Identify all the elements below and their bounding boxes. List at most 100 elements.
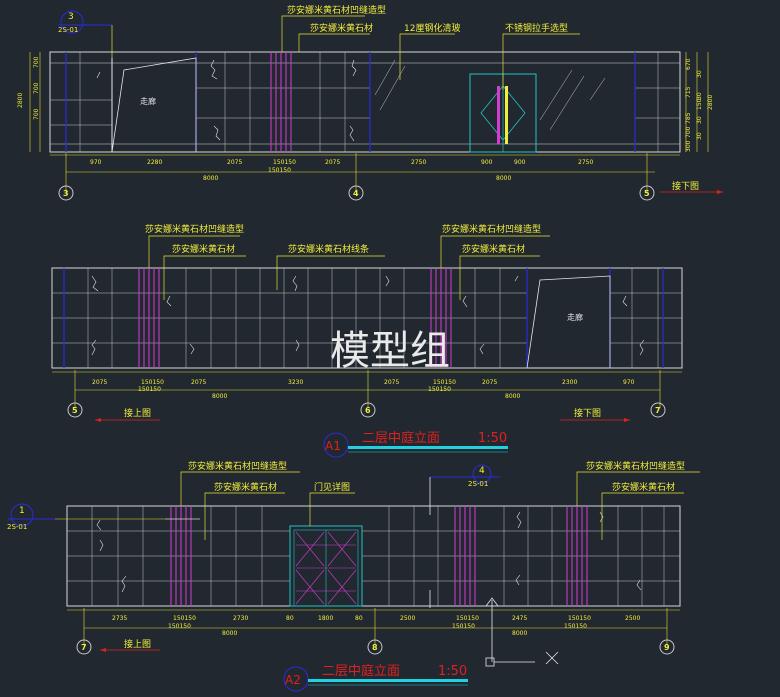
dim3-sub-c: 150150 [564,623,587,630]
dim2-bottom-0: 2075 [92,379,107,386]
detail-marker-circle [60,10,84,34]
dim2-bottom-3: 3230 [288,379,303,386]
axis2-bubble-5: 5 [72,406,78,415]
title-a1-underline [348,446,508,449]
dim-left-total: 2800 [17,93,24,108]
prev-sheet-note-3: 接上图 [124,638,151,650]
dim3-bottom-8: 2475 [512,615,527,622]
dim2-bottom-6: 2075 [482,379,497,386]
title-a1-tag: A1 [325,439,341,453]
dim2-sub-a: 150150 [138,386,161,393]
elevation-2: 走廊 莎安娜米黄石材凹缝造型 莎安娜米黄石材 莎安娜米黄石材线条 莎安娜米黄石材 [51,223,683,422]
dim-bottom-6: 900 [481,159,493,166]
label-stone: 莎安娜米黄石材 [310,22,373,34]
dim-right-1: 30 [696,70,703,78]
dim-bottom-5: 2750 [411,159,426,166]
label-groove-stone: 莎安娜米黄石材凹缝造型 [287,4,386,16]
dim-right-0: 670 [685,58,692,70]
dim3-bottom-2: 2730 [233,615,248,622]
elevation-3: 1 2S-01 4 2S-01 莎安娜米黄石材凹缝造型 莎安娜米黄石材 门见详图… [7,460,700,667]
next-sheet-note-2: 接下图 [574,407,601,419]
dim-sub: 150150 [268,167,291,174]
corridor-label: 走廊 [140,96,156,106]
title-a2-scale: 1:50 [438,664,467,679]
watermark: 模型组 [330,328,450,374]
dim-right-7: 30 [696,116,703,124]
prev-sheet-note: 接上图 [124,407,151,419]
dim3-bottom-0: 2735 [112,615,127,622]
dim-bottom-2: 2075 [227,159,242,166]
dim-right-10: 300 [685,140,692,152]
dim2-bottom-5: 150150 [433,379,456,386]
ucs-icon [485,597,559,667]
label-handle: 不锈钢拉手选型 [505,22,568,34]
detail-marker-left-ref: 2S-01 [7,523,27,531]
elevation-1: 3 2S-01 走廊 [17,4,723,201]
dim2-bottom-4: 2075 [384,379,399,386]
dim-right-8: 700 [685,126,692,138]
dim-total-right: 8000 [496,175,511,182]
dim-bottom-0: 970 [90,159,102,166]
dim-right-9: 30 [696,132,703,140]
dim2-bottom-2: 2075 [191,379,206,386]
dim2-bottom-1: 150150 [141,379,164,386]
dim3-bottom-5: 80 [355,615,363,622]
detail-marker-ref: 2S-01 [58,26,78,34]
dim-bottom-3: 150150 [273,159,296,166]
dim3-bottom-7: 150150 [456,615,479,622]
axis2-bubble-7: 7 [655,406,661,415]
axis-bubble-3: 3 [63,189,69,198]
label-stone-trim: 莎安娜米黄石材线条 [288,243,369,255]
dim-right-3: 30 [696,92,703,100]
title-a2: A2 二层中庭立面 1:50 [283,663,468,692]
title-a2-underline [308,679,468,682]
title-a2-text: 二层中庭立面 [322,663,400,679]
label-tempered-glass: 12厘钢化清玻 [404,22,460,34]
dim3-bottom-9: 150150 [568,615,591,622]
dim-right-6: 785 [685,112,692,124]
dim3-sub-b: 150150 [452,623,475,630]
axis-bubble-4: 4 [353,189,359,198]
dim3-total-right: 8000 [512,630,527,637]
dim3-bottom-1: 150150 [173,615,196,622]
label-stone-a: 莎安娜米黄石材 [172,243,235,255]
dim-left-3: 700 [33,108,40,120]
detail-marker-left-num: 1 [19,506,25,516]
dim-right-2: 715 [685,86,692,98]
dim-bottom-4: 2075 [325,159,340,166]
dim-left-2: 700 [33,82,40,94]
label3-stone-b: 莎安娜米黄石材 [612,481,675,493]
axis3-bubble-7: 7 [81,643,87,652]
axis-bubble-5: 5 [644,189,650,198]
detail-marker-left [10,503,34,527]
dim-left-1: 700 [33,56,40,68]
title-a1-text: 二层中庭立面 [362,430,440,446]
dim3-sub-a: 150150 [168,623,191,630]
dim3-bottom-4: 1800 [318,615,333,622]
detail-marker-mid-num: 4 [479,466,485,476]
label-groove-b: 莎安娜米黄石材凹缝造型 [442,223,541,235]
title-a1-scale: 1:50 [478,431,507,446]
detail-marker-mid [472,464,492,484]
dim2-sub-b: 150150 [428,386,451,393]
label3-groove-b: 莎安娜米黄石材凹缝造型 [586,460,685,472]
dim3-bottom-3: 80 [286,615,294,622]
label3-groove-a: 莎安娜米黄石材凹缝造型 [188,460,287,472]
detail-marker-mid-ref: 2S-01 [468,480,488,488]
next-sheet-note: 接下图 [672,180,699,192]
corridor-label-2: 走廊 [567,312,583,322]
dim-right-5: 150 [696,98,703,110]
dim-right-4: 2800 [707,95,714,110]
dim3-bottom-6: 2500 [400,615,415,622]
title-a2-tag: A2 [285,673,301,687]
label-stone-b: 莎安娜米黄石材 [462,243,525,255]
dim-total-left: 8000 [203,175,218,182]
dim-bottom-8: 2750 [578,159,593,166]
dim3-bottom-10: 2500 [625,615,640,622]
axis2-bubble-6: 6 [365,406,371,415]
label3-stone-a: 莎安娜米黄石材 [214,481,277,493]
dim-bottom-7: 900 [514,159,526,166]
detail-marker-number: 3 [68,12,74,22]
dim2-bottom-7: 2300 [562,379,577,386]
